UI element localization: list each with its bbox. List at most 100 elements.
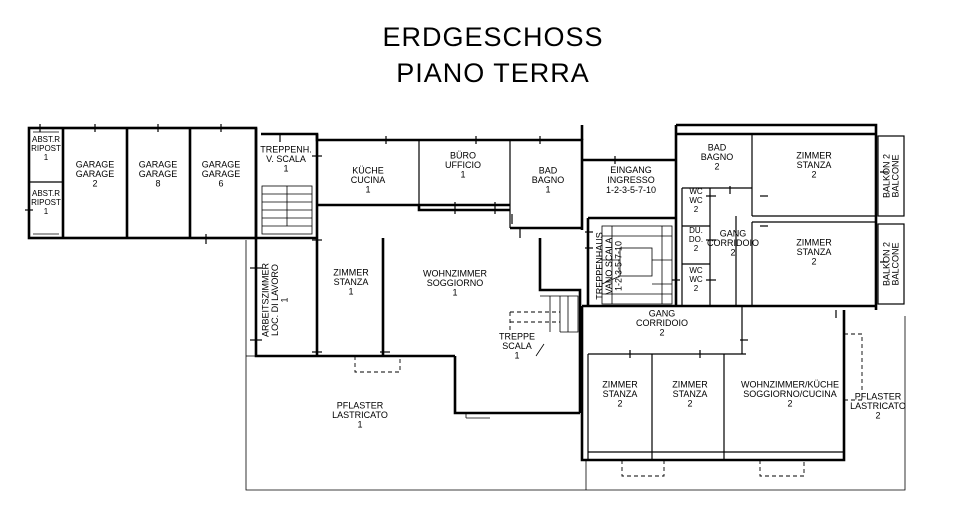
room-label-line: 2 (811, 170, 816, 180)
room-label-line: WOHNZIMMER/KÜCHE (741, 380, 839, 390)
room-label-line: 2 (787, 399, 792, 409)
room-label-line: 1 (460, 170, 465, 180)
room-label-line: V. SCALA (266, 154, 306, 164)
room-label-line: GARAGE (202, 169, 241, 179)
room-label-line: 2 (617, 399, 622, 409)
room-label-line: ABST.R (32, 135, 60, 144)
room-label-line: CORRIDOIO (707, 238, 759, 248)
room-label-line: WC (689, 266, 703, 275)
room-label-line: STANZA (797, 160, 832, 170)
room-label-line: LOC. DI LAVORO (270, 264, 280, 336)
room-label-line: BAD (539, 166, 558, 176)
plan-title-line-1: ERDGESCHOSS (382, 22, 603, 52)
room-label-line: 8 (155, 179, 160, 189)
room-label-line: ARBEITSZIMMER (261, 263, 271, 338)
room-label-line: BALKON 2 (882, 154, 892, 198)
room-label-line: 1 (357, 420, 362, 430)
room-label-line: EINGANG (610, 165, 652, 175)
room-label-line: 2 (811, 257, 816, 267)
room-label-line: CORRIDOIO (636, 318, 688, 328)
room-label-line: GARAGE (76, 169, 115, 179)
stair-central (601, 225, 673, 305)
room-label-line: 2 (92, 179, 97, 189)
room-label-line: ZIMMER (602, 380, 638, 390)
room-label-line: 1 (545, 185, 550, 195)
room-label-line: STANZA (797, 247, 832, 257)
room-label-line: 2 (714, 162, 719, 172)
room-label-line: ABST.R (32, 189, 60, 198)
room-label-line: RIPOST (31, 144, 61, 153)
room-label-line: BAGNO (701, 152, 734, 162)
room-label-line: STANZA (673, 389, 708, 399)
room-label-line: INGRESSO (607, 175, 655, 185)
dashed-features (354, 333, 863, 477)
room-label-line: 2 (659, 328, 664, 338)
room-label-line: WC (689, 187, 703, 196)
room-label-line: 1-2-3-5-7-10 (614, 241, 624, 291)
room-label-line: 1 (283, 164, 288, 174)
room-labels: ABST.RRIPOST1ABST.RRIPOST1GARAGEGARAGE2G… (31, 135, 906, 430)
room-label-line: PFLASTER (855, 392, 902, 402)
room-label-line: 2 (875, 411, 880, 421)
room-label-line: VANO SCALA (604, 238, 614, 295)
room-label-line: ZIMMER (796, 151, 832, 161)
room-label-line: SOGGIORNO/CUCINA (743, 389, 837, 399)
room-label-line: BALKON 2 (882, 242, 892, 286)
room-label-line: ZIMMER (796, 238, 832, 248)
room-label-line: 6 (218, 179, 223, 189)
room-label-line: TREPPE (499, 332, 535, 342)
room-label-line: PFLASTER (337, 401, 384, 411)
plan-title-line-2: PIANO TERRA (396, 58, 590, 88)
room-label-line: LASTRICATO (332, 410, 388, 420)
room-label-line: 2 (694, 205, 699, 214)
outer-walls (232, 123, 906, 491)
room-label-line: 2 (687, 399, 692, 409)
room-label-line: BÜRO (450, 151, 476, 161)
room-label-line: 1 (280, 297, 290, 302)
room-label-line: 1-2-3-5-7-10 (606, 185, 656, 195)
room-label-line: UFFICIO (445, 160, 481, 170)
room-label-line: 1 (44, 153, 49, 162)
room-label-line: 2 (694, 284, 699, 293)
room-label-dusche: DU.DO.2 (689, 226, 703, 253)
room-label-line: GARAGE (139, 160, 178, 170)
room-label-line: BALCONE (891, 154, 901, 197)
room-label-line: GARAGE (202, 160, 241, 170)
room-label-line: TREPPENH. (260, 145, 312, 155)
stair-small (509, 295, 579, 357)
room-label-line: SOGGIORNO (427, 278, 484, 288)
room-label-line: KÜCHE (352, 166, 384, 176)
room-label-line: 1 (44, 207, 49, 216)
room-label-line: 1 (365, 185, 370, 195)
room-label-line: CUCINA (351, 175, 386, 185)
room-label-line: GARAGE (139, 169, 178, 179)
